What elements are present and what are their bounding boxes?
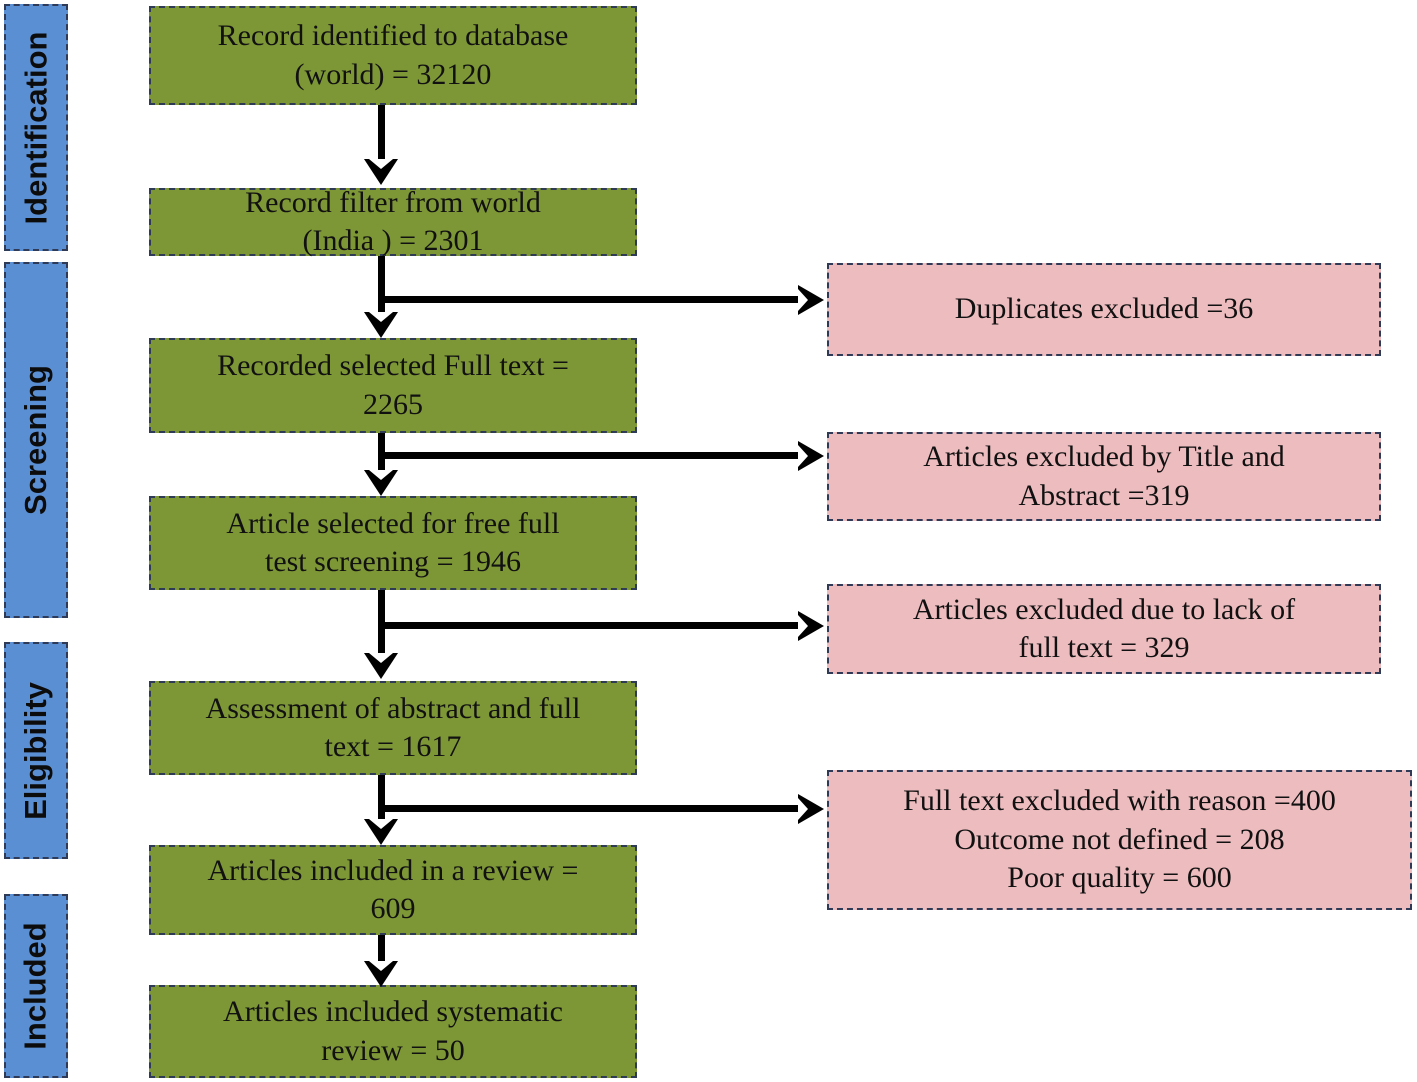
connector-branch-excluded-with-reason (378, 805, 802, 812)
connector-included-review-to-systematic (378, 935, 385, 963)
process-box-text: Record filter from world (India ) = 2301 (245, 185, 541, 257)
stage-label-included: Included (18, 922, 54, 1050)
process-box-text: Articles included in a review = 609 (207, 853, 579, 925)
connector-identified-to-filtered (378, 105, 385, 159)
exclusion-box-lack-of-full-text: Articles excluded due to lack of full te… (827, 584, 1381, 674)
stage-bar-eligibility: Eligibility (4, 642, 68, 859)
process-box-text: Assessment of abstract and full text = 1… (205, 691, 581, 763)
stage-bar-screening: Screening (4, 262, 68, 618)
arrowhead-assessment-to-included-review (364, 819, 398, 845)
arrowhead-selected-to-screening (364, 470, 398, 496)
process-box-included-systematic-review: Articles included systematic review = 50 (149, 985, 637, 1078)
exclusion-box-duplicates: Duplicates excluded =36 (827, 263, 1381, 356)
connector-assessment-to-included-review (378, 775, 385, 821)
stage-bar-included: Included (4, 894, 68, 1078)
stage-bar-identification: Identification (4, 4, 68, 251)
connector-filtered-to-selected (378, 256, 385, 312)
arrowhead-branch-lack-full-text (798, 611, 824, 641)
arrowhead-branch-title-abstract (798, 441, 824, 471)
connector-branch-lack-full-text (378, 622, 802, 629)
arrowhead-included-review-to-systematic (364, 961, 398, 987)
stage-label-eligibility: Eligibility (18, 681, 54, 820)
arrowhead-branch-duplicates (798, 285, 824, 315)
process-box-included-in-review: Articles included in a review = 609 (149, 845, 637, 935)
stage-label-identification: Identification (18, 31, 54, 224)
process-box-free-full-text-screening: Article selected for free full test scre… (149, 496, 637, 590)
process-box-text: Article selected for free full test scre… (226, 506, 560, 578)
connector-branch-title-abstract (378, 452, 802, 459)
arrowhead-identified-to-filtered (364, 159, 398, 185)
arrowhead-branch-excluded-with-reason (798, 794, 824, 824)
stage-label-screening: Screening (18, 365, 54, 515)
process-box-text: Recorded selected Full text = 2265 (217, 349, 569, 421)
process-box-assessment-abstract-full-text: Assessment of abstract and full text = 1… (149, 681, 637, 775)
arrowhead-filtered-to-selected (364, 312, 398, 338)
exclusion-box-title-and-abstract: Articles excluded by Title and Abstract … (827, 432, 1381, 521)
arrowhead-screening-to-assessment (364, 653, 398, 679)
exclusion-box-text: Articles excluded by Title and Abstract … (923, 440, 1285, 512)
process-box-records-filtered-india: Record filter from world (India ) = 2301 (149, 186, 637, 257)
connector-branch-duplicates (378, 296, 802, 303)
exclusion-box-full-text-with-reason: Full text excluded with reason =400 Outc… (827, 770, 1412, 910)
exclusion-box-text: Duplicates excluded =36 (954, 292, 1254, 326)
process-box-text: Articles included systematic review = 50 (223, 995, 563, 1067)
process-box-text: Record identified to database (world) = … (217, 19, 569, 91)
exclusion-box-text: Articles excluded due to lack of full te… (912, 592, 1296, 664)
process-box-selected-full-text: Recorded selected Full text = 2265 (149, 338, 637, 433)
exclusion-box-text: Full text excluded with reason =400 Outc… (903, 784, 1336, 895)
process-box-records-identified: Record identified to database (world) = … (149, 6, 637, 105)
